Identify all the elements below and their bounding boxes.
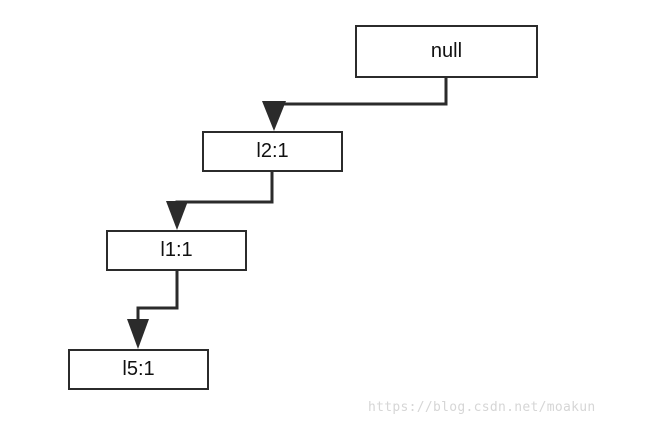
node-l5: l5:1 bbox=[68, 349, 209, 390]
node-l1: l1:1 bbox=[106, 230, 247, 271]
node-null-label: null bbox=[430, 40, 463, 62]
node-l2: l2:1 bbox=[202, 131, 343, 172]
arrowhead-l1-to-l5 bbox=[127, 319, 149, 349]
arrowhead-l2-to-l1 bbox=[166, 201, 188, 230]
node-l2-label: l2:1 bbox=[256, 140, 289, 162]
node-null: null bbox=[355, 25, 538, 78]
arrowhead-null-to-l2 bbox=[262, 101, 286, 131]
edge-l2-to-l1 bbox=[175, 172, 274, 217]
watermark-text: https://blog.csdn.net/moakun bbox=[368, 400, 596, 415]
node-l1-label: l1:1 bbox=[160, 239, 193, 261]
edge-null-to-l2 bbox=[272, 78, 448, 118]
node-l5-label: l5:1 bbox=[122, 358, 155, 380]
